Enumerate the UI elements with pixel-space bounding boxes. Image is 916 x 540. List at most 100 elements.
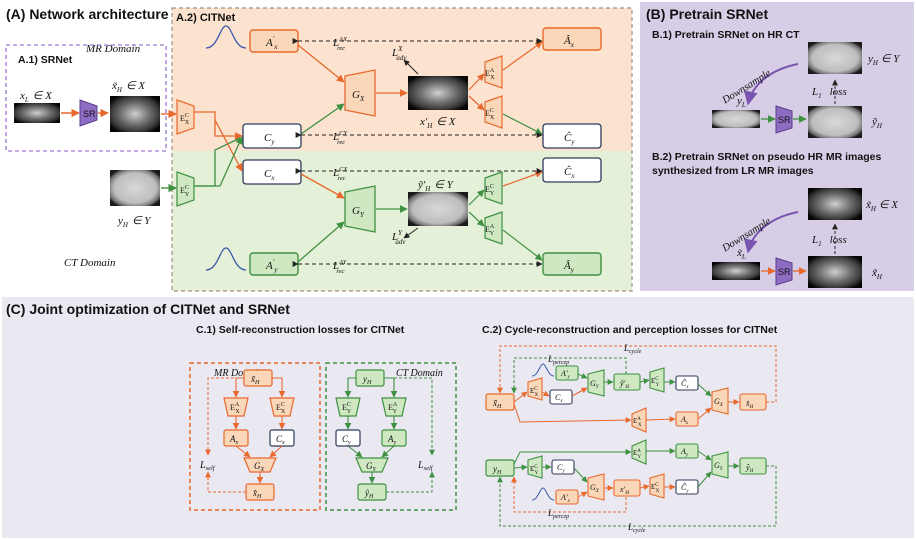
svg-text:GY: GY <box>714 461 724 472</box>
svg-text:ECY: ECY <box>651 377 660 388</box>
svg-text:Ay: Ay <box>387 434 397 446</box>
content-y-hat-box <box>542 123 602 149</box>
content-x-hat-box <box>542 157 602 183</box>
svg-text:ŷH: ŷH <box>364 488 374 500</box>
content-y-hat-label: Ĉy <box>564 132 575 146</box>
encoder-attr-x-right <box>484 55 503 89</box>
svg-text:GX: GX <box>714 397 724 408</box>
svg-text:Cy: Cy <box>557 463 565 474</box>
svg-text:Cx: Cx <box>276 434 285 446</box>
svg-text:Ĉy: Ĉy <box>681 482 689 494</box>
b2-downsample-arrow <box>743 211 799 254</box>
svg-text:ECX: ECX <box>485 108 495 121</box>
svg-text:EAY: EAY <box>485 224 495 237</box>
content-y-label: Cy <box>264 132 275 146</box>
b2-title-2: synthesized from LR MR images <box>652 165 814 177</box>
svg-text:GY: GY <box>366 461 377 473</box>
content-x-hat-label: Ĉx <box>564 166 575 180</box>
svg-text:Ay: Ay <box>680 447 689 458</box>
b1-sr-ct-image <box>808 106 862 138</box>
svg-text:EAX: EAX <box>633 417 642 428</box>
svg-text:MR Domain: MR Domain <box>213 368 263 379</box>
y-h-label: yH∈ Y <box>117 215 152 229</box>
svg-text:x̂H: x̂H <box>252 488 262 500</box>
a2-title: A.2) CITNet <box>176 12 236 24</box>
c2-percep-loss-top: Lpercep <box>547 354 569 366</box>
svg-text:x̃H: x̃H <box>250 374 260 386</box>
encoder-content-x-right <box>484 95 503 129</box>
c1-self-loss-mr: Lself <box>199 460 216 472</box>
synth-ct-label: ỹ′H∈ Y <box>417 179 455 193</box>
attr-x-prime-label: A′x <box>265 35 278 51</box>
panel-b-title: (B) Pretrain SRNet <box>646 6 768 22</box>
x-l-label: xL∈ X <box>19 90 53 104</box>
encoder-content-y-right <box>484 171 503 205</box>
svg-text:x′H: x′H <box>619 485 629 496</box>
synth-mr-label: x′H∈ X <box>419 116 457 130</box>
c1-mr-border <box>189 362 321 511</box>
svg-text:ECY: ECY <box>485 184 495 197</box>
generator-y <box>344 185 376 233</box>
svg-text:EAY: EAY <box>633 449 641 460</box>
c1-ct-border <box>325 362 457 511</box>
svg-text:x̃H: x̃H <box>492 398 502 410</box>
panel-a: (A) Network architecture A.2) CITNet MR … <box>0 0 634 293</box>
gy-label: GY <box>352 205 365 219</box>
gx-label: GX <box>352 89 365 103</box>
ct-domain-label: CT Domain <box>64 257 116 269</box>
content-x-label: Cx <box>264 168 275 182</box>
generator-x <box>344 69 376 117</box>
c2-cycle-loss-top: Lcycle <box>623 343 642 355</box>
svg-text:Cx: Cx <box>555 393 563 404</box>
panel-c: (C) Joint optimization of CITNet and SRN… <box>2 297 914 538</box>
svg-text:Ĉx: Ĉx <box>681 378 689 390</box>
attr-y-prime-label: A′y <box>265 258 278 274</box>
svg-text:ŷH: ŷH <box>745 463 754 474</box>
svg-text:Cy: Cy <box>342 434 351 446</box>
b1-downsample-arrow <box>743 63 799 106</box>
svg-text:GX: GX <box>254 461 265 473</box>
svg-text:GY: GY <box>590 379 600 390</box>
a1-border <box>5 44 167 152</box>
svg-text:A′y: A′y <box>560 369 571 380</box>
svg-text:SR: SR <box>778 115 791 125</box>
svg-text:GX: GX <box>590 483 600 494</box>
svg-text:ECX: ECX <box>276 402 286 415</box>
svg-text:EAY: EAY <box>388 402 398 415</box>
b2-pseudo-hr-mr-image <box>808 188 862 220</box>
b1-yl-label: yL <box>736 95 746 109</box>
panel-c-title: (C) Joint optimization of CITNet and SRN… <box>6 301 290 317</box>
x-h-tilde-label: x̃H∈ X <box>111 80 146 94</box>
svg-text:ECX: ECX <box>651 483 660 494</box>
svg-text:A′x: A′x <box>560 493 571 504</box>
synth-ct-image <box>408 192 468 226</box>
c1-self-loss-ct: Lself <box>417 460 434 472</box>
b2-lr-mr-image <box>712 262 760 280</box>
svg-text:x̂H: x̂H <box>745 399 754 410</box>
a1-title: A.1) SRNet <box>18 54 73 66</box>
gaussian-prior-mr-icon <box>205 25 247 49</box>
svg-text:ỹ′H: ỹ′H <box>619 379 629 390</box>
b1-yh-hat-label: ỹH <box>871 116 883 130</box>
sr-block-a1 <box>79 99 98 127</box>
b1-lr-ct-image <box>712 110 760 128</box>
b1-title: B.1) Pretrain SRNet on HR CT <box>652 29 800 41</box>
b2-xh-dtilde-label: x̃̃H <box>871 267 883 281</box>
svg-text:ECY: ECY <box>530 465 539 476</box>
attr-y-hat-box <box>542 252 602 276</box>
attr-y-hat-label: Ây <box>563 260 575 274</box>
gaussian-prior-ct-icon <box>205 247 247 271</box>
svg-text:EAX: EAX <box>485 68 495 81</box>
b2-title-1: B.2) Pretrain SRNet on pseudo HR MR imag… <box>652 151 881 163</box>
c2-cycle-loss-bottom: Lcycle <box>627 522 646 534</box>
sr-label-a1: SR <box>83 109 96 119</box>
svg-text:ECX: ECX <box>530 387 539 398</box>
